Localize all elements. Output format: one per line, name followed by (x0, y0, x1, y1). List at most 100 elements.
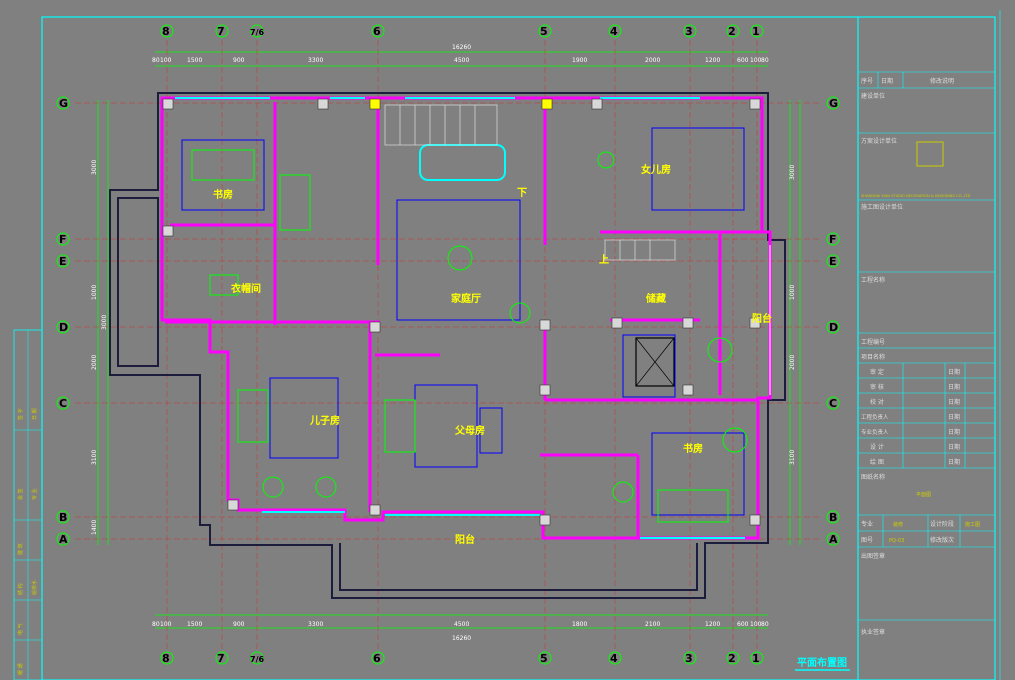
grid-row-label: B (829, 511, 837, 524)
dim-bottom-seg: 1800 (572, 621, 587, 628)
dim-left-segments: 3000 3000 1000 2000 3100 1400 (91, 160, 108, 535)
designer-label: 方案设计单位 (861, 137, 897, 145)
grid-col-label: 1 (752, 25, 760, 38)
grid-col-label: 4 (610, 652, 618, 665)
issue-stamp-label: 出图签章 (861, 552, 885, 560)
dim-bottom-seg: 80 (761, 621, 769, 628)
strip-label: 专 业 (31, 488, 38, 500)
room-label-son: 儿子房 (309, 414, 340, 427)
strip-label: 结 构 (17, 583, 24, 595)
sheet-name-label: 图纸名称 (861, 473, 885, 481)
item-name-label: 项目名称 (861, 353, 885, 361)
room-label-storage: 储藏 (645, 292, 666, 305)
role-label: 校 对 (870, 398, 884, 406)
dim-bottom-seg: 4500 (454, 621, 469, 628)
grid-row-label: F (59, 233, 67, 246)
grid-col-label: 1 (752, 652, 760, 665)
title-block (858, 71, 995, 621)
drawing-no-label: 图号 (861, 537, 873, 544)
role-label: 审 定 (870, 368, 884, 376)
exterior-outline (109, 92, 786, 599)
project-name-label: 工程名称 (861, 276, 885, 284)
grid-row-label: G (59, 97, 68, 110)
dim-left-seg: 1400 (91, 520, 98, 535)
dim-right-segments: 3000 1000 2000 3100 (789, 165, 796, 465)
dim-right-seg: 2000 (789, 355, 796, 370)
role-label: 专业负责人 (861, 428, 889, 436)
dim-top-seg: 3300 (308, 57, 323, 64)
company-name-en: SHANGHAI XIAN STUDIO DECORATION & DESIGN… (861, 194, 970, 198)
dim-total-bottom: 16260 (452, 635, 471, 642)
dim-right-seg: 1000 (789, 285, 796, 300)
dim-right-seg: 3100 (789, 450, 796, 465)
dim-left-seg: 3000 (101, 315, 108, 330)
grid-row-label: A (829, 533, 838, 546)
dim-left-seg: 2000 (91, 355, 98, 370)
grid-col-label: 2 (728, 652, 736, 665)
dim-top-segments: 80 100 1500 900 3300 4500 1900 2000 1200… (152, 57, 769, 64)
dim-bottom-seg: 2100 (645, 621, 660, 628)
room-label-balcony-east: 阳台 (752, 312, 772, 325)
grid-col-label: 3 (685, 652, 693, 665)
dim-bottom-seg: 600 (737, 621, 749, 628)
room-label-study-nw: 书房 (213, 188, 233, 201)
grid-col-label: 5 (540, 652, 548, 665)
stair-label-down: 下 (517, 187, 527, 199)
role-label: 审 核 (870, 383, 884, 391)
room-label-family-hall: 家庭厅 (451, 292, 481, 305)
dim-top-seg: 900 (233, 57, 245, 64)
dim-top-seg: 1200 (705, 57, 720, 64)
title-block-text: 序号 日期 修改说明 建设单位 方案设计单位 SHANGHAI XIAN STU… (861, 77, 980, 636)
drawing-title: 平面布置图 (797, 656, 847, 669)
dim-bottom-seg: 1200 (705, 621, 720, 628)
grid-col-label: 6 (373, 652, 381, 665)
dim-top-seg: 80 (761, 57, 769, 64)
grid-row-label: G (829, 97, 838, 110)
strip-label: 暖 通 (17, 663, 24, 675)
grid-bubbles-left (56, 96, 70, 546)
date-label: 日期 (948, 443, 960, 451)
strip-label: 日 期 (32, 408, 38, 420)
discipline-value: 装修 (893, 521, 903, 528)
date-label: 日期 (948, 428, 960, 436)
room-label-parents: 父母房 (454, 424, 485, 437)
dim-top-seg: 600 (737, 57, 749, 64)
dim-total-top: 16260 (452, 44, 471, 51)
grid-bubbles-bottom (160, 651, 764, 665)
revision-label: 修改版次 (930, 536, 954, 544)
dim-top-seg: 4500 (454, 57, 469, 64)
grid-col-label: 5 (540, 25, 548, 38)
dim-bottom-segments: 80 100 1500 900 3300 4500 1800 2100 1200… (152, 621, 769, 628)
grid-row-label: F (829, 233, 837, 246)
dim-top-seg: 100 (160, 57, 172, 64)
dim-top-seg: 2000 (645, 57, 660, 64)
room-label-daughter: 女儿房 (641, 163, 671, 176)
drawing-no-value: PQ-03 (889, 538, 904, 544)
project-no-label: 工程编号 (861, 338, 885, 346)
discipline-label: 专业 (861, 520, 873, 528)
design-stage-label: 设计阶段 (930, 520, 954, 528)
dim-top-seg: 1900 (572, 57, 587, 64)
strip-label: 会 签 (17, 488, 24, 500)
structural-columns (162, 98, 761, 526)
grid-row-label: C (829, 397, 837, 410)
grid-col-label: 7/6 (250, 655, 264, 664)
grid-bubbles-top (160, 24, 764, 38)
client-label: 建设单位 (861, 92, 885, 100)
date-label: 日期 (948, 398, 960, 406)
dim-bottom-seg: 900 (233, 621, 245, 628)
strip-label: 签 字 (17, 408, 24, 420)
strip-label: 电 气 (17, 623, 24, 635)
grid-row-label: D (59, 321, 68, 334)
room-label-closet: 衣帽间 (231, 282, 261, 295)
windows (175, 97, 771, 539)
dim-top-seg: 80 (152, 57, 160, 64)
left-sign-strip: 签 字 会 签 专 业 日 期 建 筑 结 构 给排水 电 气 暖 通 (13, 329, 43, 680)
room-label-study-se: 书房 (683, 442, 703, 455)
construction-design-label: 施工图设计单位 (861, 203, 903, 211)
dim-top-seg: 100 (750, 57, 762, 64)
room-label-balcony-south: 阳台 (455, 533, 475, 546)
rev-header-no: 序号 (861, 77, 873, 85)
grid-row-label: A (59, 533, 68, 546)
